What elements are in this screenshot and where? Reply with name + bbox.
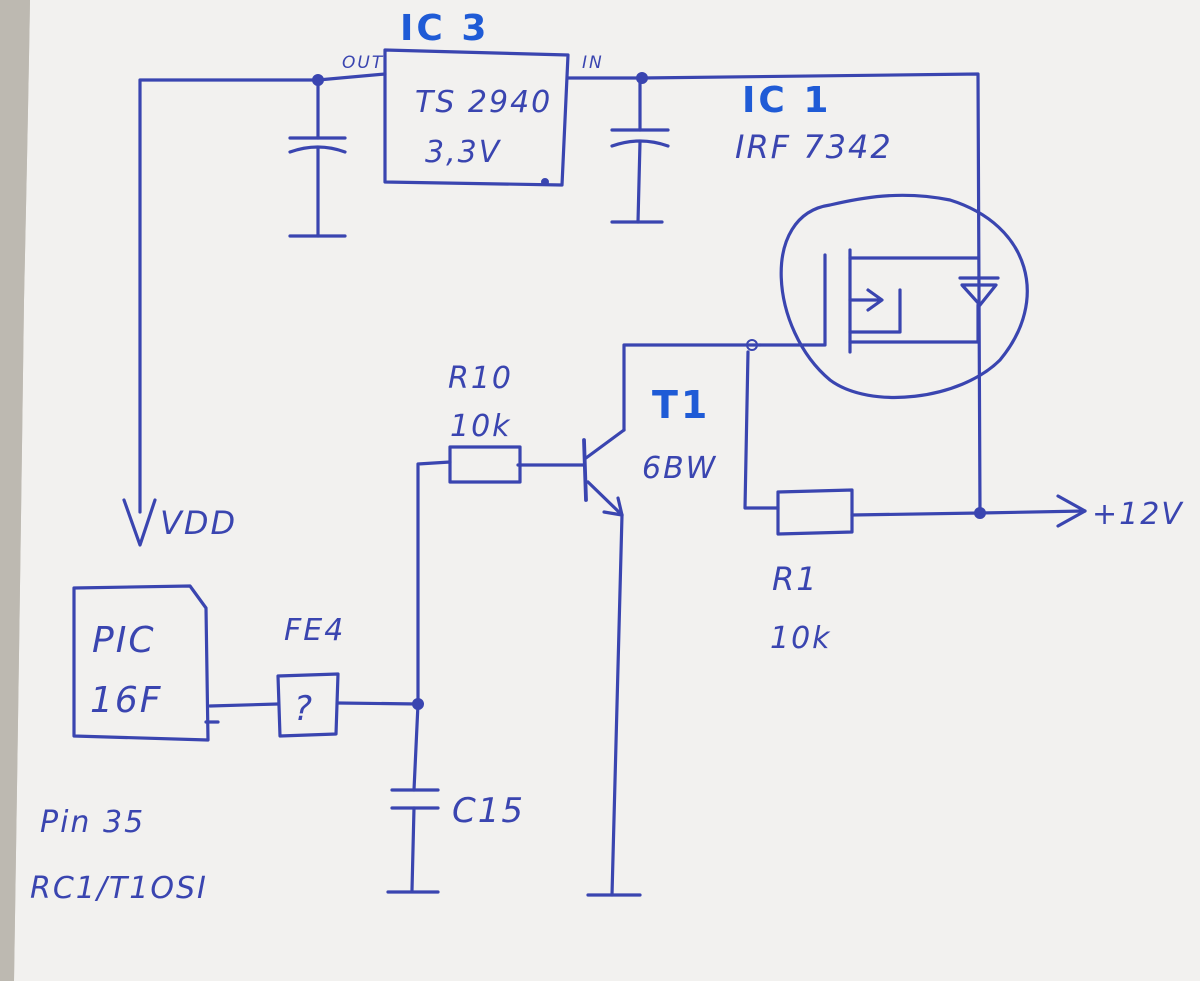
paper <box>14 0 1200 981</box>
r10-resistor: R10 10k <box>416 361 522 704</box>
t1-part-label: 6BW <box>642 451 717 486</box>
t1-designator: T1 <box>652 383 710 427</box>
vdd-rail <box>122 72 387 547</box>
fe4-designator: FE4 <box>284 613 345 648</box>
capacitor-in <box>610 76 670 224</box>
ic3-regulator: IC 3 TS 2940 3,3V OUT IN <box>342 8 604 187</box>
ic3-designator: IC 3 <box>400 8 489 49</box>
capacitor-out <box>288 78 347 238</box>
pin-note-line2: RC1/T1OSI <box>30 871 208 906</box>
fe4-symbol: ? <box>294 689 314 729</box>
r10-designator: R10 <box>448 361 513 396</box>
ic1-designator: IC 1 <box>742 80 831 121</box>
r1-designator: R1 <box>772 560 819 598</box>
pic-microcontroller: PIC 16F <box>72 584 220 742</box>
pic-label-line2: 16F <box>90 680 163 721</box>
gate-node <box>622 339 780 510</box>
ic3-voltage-label: 3,3V <box>425 135 502 170</box>
r1-value: 10k <box>770 621 832 656</box>
t1-transistor: T1 6BW <box>516 383 717 897</box>
ic3-pin-out-label: OUT <box>342 53 384 73</box>
ic3-pin-in-label: IN <box>582 53 604 73</box>
output-label: +12V <box>1092 497 1184 532</box>
ic1-part-label: IRF 7342 <box>735 128 893 166</box>
paper-shadow <box>0 0 30 981</box>
pic-label-line1: PIC <box>92 620 155 661</box>
vdd-label: VDD <box>160 504 237 542</box>
c15-designator: C15 <box>452 791 525 831</box>
pin-note-line1: Pin 35 <box>40 805 145 840</box>
ic1-mosfet: IC 1 IRF 7342 <box>735 80 1029 400</box>
ic3-part-label: TS 2940 <box>415 85 552 120</box>
fe4-component: ? FE4 <box>208 613 345 738</box>
c15-capacitor: C15 <box>386 788 525 894</box>
r10-value: 10k <box>450 409 512 444</box>
r1-resistor: R1 10k <box>770 488 1087 656</box>
fe4-junction <box>336 698 424 792</box>
